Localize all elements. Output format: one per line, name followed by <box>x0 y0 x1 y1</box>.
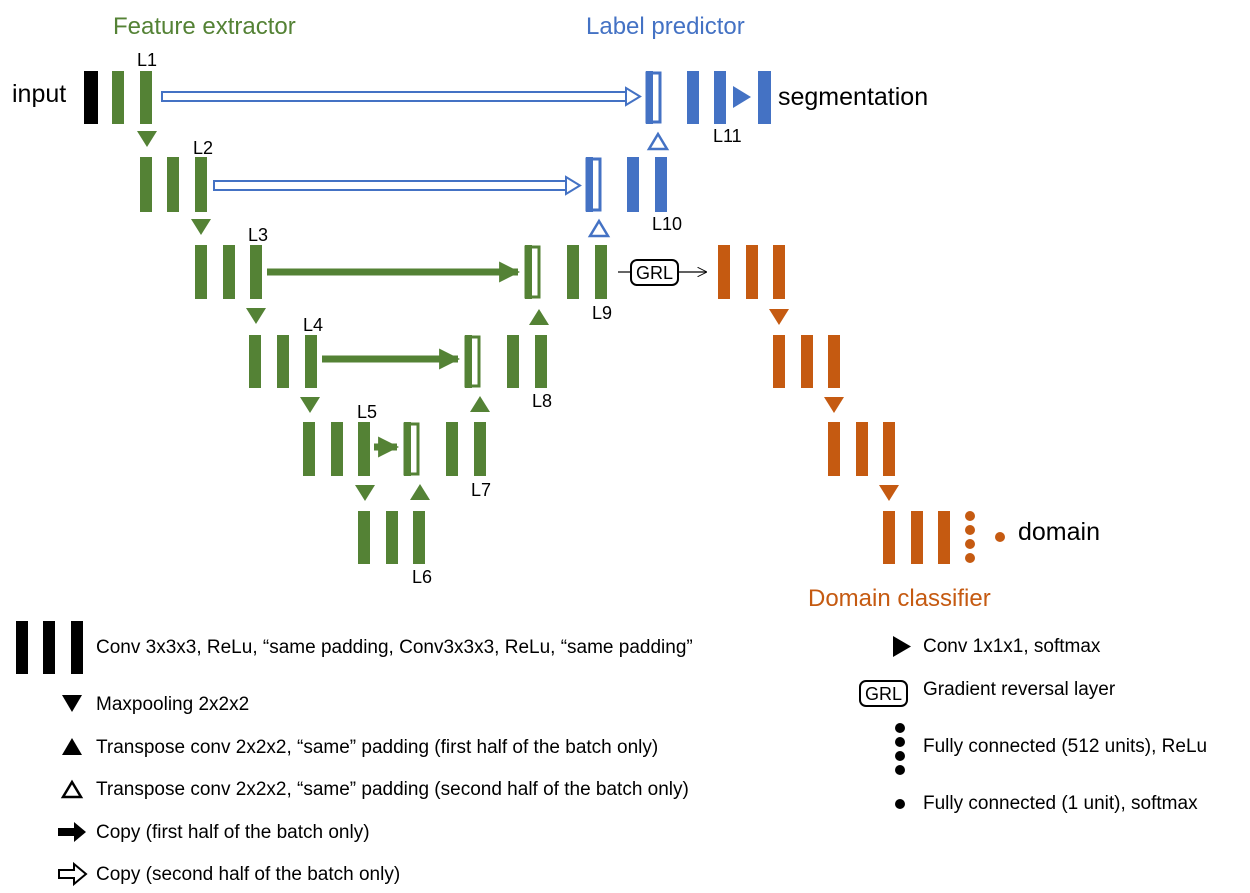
transpose-first-marker <box>470 396 490 412</box>
maxpool-marker <box>879 485 899 501</box>
legend-copy-first-text: Copy (first half of the batch only) <box>96 822 370 843</box>
layer-l1-block <box>112 71 152 124</box>
transpose-second-marker <box>587 218 611 238</box>
layer-label-l11: L11 <box>713 126 742 146</box>
layer-label-l9: L9 <box>592 303 612 323</box>
legend-transpose-second-icon <box>60 779 84 799</box>
legend-conv-text: Conv 3x3x3, ReLu, “same padding, Conv3x3… <box>96 637 693 658</box>
legend-copy-first-icon <box>58 822 86 842</box>
domain-block-4 <box>883 511 950 564</box>
layer-l5-block <box>303 422 370 476</box>
layer-label-l2: L2 <box>193 138 213 158</box>
fc-512-dots <box>965 511 975 563</box>
layer-l4-block <box>249 335 317 388</box>
maxpool-marker <box>769 309 789 325</box>
maxpool-marker <box>191 219 211 235</box>
layer-label-l1: L1 <box>137 50 157 70</box>
legend-transpose-second-text: Transpose conv 2x2x2, “same” padding (se… <box>96 779 689 800</box>
copy-second-arrow-l2-l10 <box>213 175 582 196</box>
layer-l9-block <box>524 245 607 299</box>
domain-label: domain <box>1018 518 1100 546</box>
layer-l10-block <box>585 157 667 212</box>
segmentation-label: segmentation <box>778 83 928 111</box>
feature-extractor-title: Feature extractor <box>113 13 296 40</box>
legend-softmax-icon <box>893 636 911 657</box>
layer-label-l10: L10 <box>652 214 682 234</box>
legend-transpose-first-icon <box>62 738 82 755</box>
grl-label: GRL <box>636 263 673 283</box>
transpose-second-marker <box>646 131 670 151</box>
transpose-first-marker <box>410 484 430 500</box>
input-bar <box>84 71 98 124</box>
domain-block-3 <box>828 422 895 476</box>
legend-copy-second-icon <box>58 861 88 887</box>
legend-conv-icon <box>16 621 83 674</box>
transpose-first-marker <box>529 309 549 325</box>
input-label: input <box>12 80 66 108</box>
layer-label-l5: L5 <box>357 402 377 422</box>
layer-l8-block <box>464 335 547 388</box>
legend-grl-icon-label: GRL <box>865 684 902 704</box>
layer-l6-block <box>358 511 425 564</box>
legend-fc-512-icon <box>895 723 905 775</box>
layer-l11-block <box>645 71 771 124</box>
fc-1-dot <box>995 532 1005 542</box>
layer-label-l6: L6 <box>412 567 432 587</box>
layer-label-l3: L3 <box>248 225 268 245</box>
domain-classifier-title: Domain classifier <box>808 585 991 612</box>
layer-l2-block <box>140 157 207 212</box>
copy-second-arrow-l1-l11 <box>161 86 642 107</box>
legend-transpose-first-text: Transpose conv 2x2x2, “same” padding (fi… <box>96 737 658 758</box>
legend-maxpool-icon <box>62 695 82 712</box>
legend-fc-1-text: Fully connected (1 unit), softmax <box>923 793 1198 814</box>
maxpool-marker <box>246 308 266 324</box>
legend-copy-second-text: Copy (second half of the batch only) <box>96 864 400 885</box>
maxpool-marker <box>300 397 320 413</box>
maxpool-marker <box>355 485 375 501</box>
legend-fc-1-icon <box>895 799 905 809</box>
legend-fc-512-text: Fully connected (512 units), ReLu <box>923 736 1207 757</box>
label-predictor-title: Label predictor <box>586 13 745 40</box>
legend-maxpool-text: Maxpooling 2x2x2 <box>96 694 249 715</box>
layer-label-l8: L8 <box>532 391 552 411</box>
layer-l7-block <box>403 422 486 476</box>
legend-grl-icon <box>859 680 908 707</box>
layer-label-l7: L7 <box>471 480 491 500</box>
domain-block-1 <box>718 245 785 299</box>
domain-block-2 <box>773 335 840 388</box>
maxpool-marker <box>137 131 157 147</box>
legend-grl-text: Gradient reversal layer <box>923 679 1116 700</box>
maxpool-marker <box>824 397 844 413</box>
legend-softmax-text: Conv 1x1x1, softmax <box>923 636 1101 657</box>
layer-l3-block <box>195 245 262 299</box>
layer-label-l4: L4 <box>303 315 323 335</box>
